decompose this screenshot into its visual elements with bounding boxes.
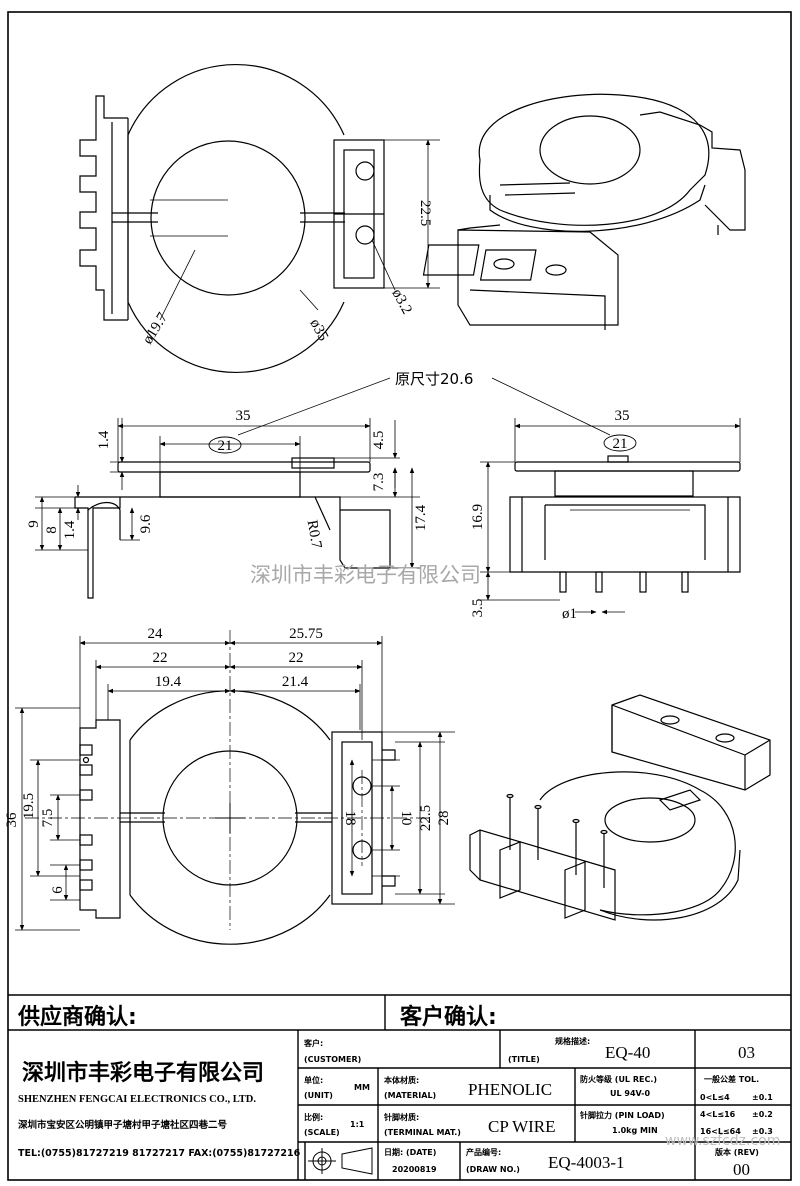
pin-load-label: 针脚拉力 (PIN LOAD) xyxy=(580,1110,665,1120)
dim-19-4-bottom: 19.4 xyxy=(155,674,182,690)
customer-label: 客户: xyxy=(303,1038,323,1048)
terminal-value: CP WIRE xyxy=(488,1117,556,1136)
date-label: 日期: (DATE) xyxy=(384,1147,436,1157)
dim-17-4-side: 17.4 xyxy=(413,504,429,531)
dim-1-4b-side: 1.4 xyxy=(62,520,78,539)
material-value: PHENOLIC xyxy=(468,1080,552,1099)
unit-label: 单位: xyxy=(304,1075,323,1085)
dim-r0-7: R0.7 xyxy=(304,519,325,551)
side-view xyxy=(74,436,391,599)
company-phone: TEL:(0755)81727219 81727217 FAX:(0755)81… xyxy=(18,1148,301,1159)
dim-d3-2: ø3.2 xyxy=(388,286,414,317)
title-value: EQ-40 xyxy=(605,1043,650,1062)
tol1-range: 0<L≤4 xyxy=(700,1093,730,1102)
top-view xyxy=(79,64,385,373)
title-label: (TITLE) xyxy=(508,1055,540,1064)
unit-value: MM xyxy=(354,1083,370,1092)
front-view xyxy=(509,434,741,593)
dim-25-75-bottom: 25.75 xyxy=(289,626,323,642)
customer-confirm: 客户确认: xyxy=(400,1004,497,1030)
tol2-value: ±0.2 xyxy=(752,1110,773,1119)
title-block-lines xyxy=(8,994,791,1180)
spec-label: 规格描述: xyxy=(555,1036,590,1046)
rev-value: 00 xyxy=(733,1160,750,1179)
drawing-border xyxy=(7,11,792,1181)
dim-8-side: 8 xyxy=(44,526,60,534)
side-view-dims xyxy=(35,418,420,569)
tol3-value: ±0.3 xyxy=(752,1127,773,1136)
top-view-dims xyxy=(159,139,440,321)
material-label: 本体材质: xyxy=(383,1075,419,1085)
dim-9-6-side: 9.6 xyxy=(138,514,154,533)
company-name-cn: 深圳市丰彩电子有限公司 xyxy=(22,1060,264,1086)
drawno-value: EQ-4003-1 xyxy=(548,1153,624,1172)
company-name-en: SHENZHEN FENGCAI ELECTRONICS CO., LTD. xyxy=(18,1094,256,1105)
company-address: 深圳市宝安区公明镇甲子塘村甲子塘社区四巷二号 xyxy=(18,1119,228,1131)
orig-size-note: 原尺寸20.6 xyxy=(395,370,473,388)
scale-label-en: (SCALE) xyxy=(304,1128,340,1137)
unit-label-en: (UNIT) xyxy=(304,1091,333,1100)
sheet-number: 03 xyxy=(738,1043,755,1062)
dim-21-front: 21 xyxy=(613,436,628,452)
dim-35-front: 35 xyxy=(615,408,630,424)
fire-value: UL 94V-0 xyxy=(610,1089,650,1098)
front-view-dims xyxy=(480,418,741,615)
dim-22-5-bottom: 22.5 xyxy=(418,805,434,831)
date-value: 20200819 xyxy=(392,1165,437,1174)
tol-label: 一般公差 TOL. xyxy=(704,1074,759,1084)
scale-label: 比例: xyxy=(304,1112,323,1122)
dim-4-5-side: 4.5 xyxy=(371,431,387,450)
dim-21-4-bottom: 21.4 xyxy=(282,674,309,690)
dim-36-bottom: 36 xyxy=(4,812,20,828)
dim-10-bottom: 10 xyxy=(398,811,414,826)
dim-24-bottom: 24 xyxy=(148,626,164,642)
dim-7-5-bottom: 7.5 xyxy=(40,809,56,828)
pin-load-value: 1.0kg MIN xyxy=(612,1126,658,1135)
bottom-view xyxy=(79,690,396,945)
dim-22-5-top: 22.5 xyxy=(417,200,433,226)
iso-view-bottom xyxy=(469,694,771,921)
dim-22b-bottom: 22 xyxy=(289,650,304,666)
material-label-en: (MATERIAL) xyxy=(384,1091,436,1100)
dim-28-bottom: 28 xyxy=(436,811,452,826)
scale-value: 1:1 xyxy=(350,1120,365,1129)
bottom-view-crosshair xyxy=(215,803,245,833)
terminal-label-en: (TERMINAL MAT.) xyxy=(384,1128,461,1137)
dim-7-3-side: 7.3 xyxy=(371,473,387,492)
projection-symbol xyxy=(308,1147,373,1175)
tol1-value: ±0.1 xyxy=(752,1093,773,1102)
watermark: 深圳市丰彩电子有限公司 xyxy=(250,563,481,587)
dim-21-side: 21 xyxy=(218,438,233,454)
dim-35-side: 35 xyxy=(236,408,251,424)
dim-d1-front: ø1 xyxy=(562,606,577,622)
dim-18-bottom: 18 xyxy=(342,811,358,826)
dim-16-9-front: 16.9 xyxy=(470,504,486,530)
dim-22a-bottom: 22 xyxy=(153,650,168,666)
iso-view-top xyxy=(422,93,746,330)
dim-d35: ø35 xyxy=(306,316,331,343)
bottom-view-dims xyxy=(15,636,455,931)
dim-1-4-side: 1.4 xyxy=(96,430,112,449)
dim-9-side: 9 xyxy=(26,520,42,528)
dim-19-5-bottom: 19.5 xyxy=(21,793,37,819)
tol3-range: 16<L≤64 xyxy=(700,1127,741,1136)
tol2-range: 4<L≤16 xyxy=(700,1110,736,1119)
corner-watermark: www.szfcdz.com xyxy=(665,1133,780,1149)
drawno-label: 产品编号: xyxy=(466,1147,501,1157)
fire-label: 防火等级 (UL REC.) xyxy=(580,1074,657,1084)
terminal-label: 针脚材质: xyxy=(384,1112,419,1122)
customer-label-en: (CUSTOMER) xyxy=(304,1055,361,1064)
dim-6-bottom: 6 xyxy=(50,886,66,894)
dim-3-5-front: 3.5 xyxy=(470,599,486,618)
rev-label: 版本 (REV) xyxy=(714,1147,759,1157)
supplier-confirm: 供应商确认: xyxy=(17,1004,137,1030)
drawno-label-en: (DRAW NO.) xyxy=(466,1165,520,1174)
